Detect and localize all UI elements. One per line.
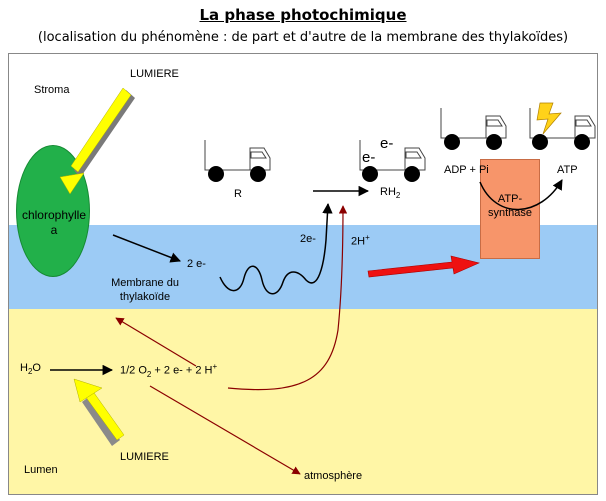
truck-r-icon	[204, 140, 271, 182]
products-sup: +	[212, 362, 218, 371]
page-subtitle: (localisation du phénomène : de part et …	[37, 30, 569, 45]
products-a: 1/2 O	[120, 364, 147, 377]
light-label-bottom: LUMIERE	[120, 451, 169, 463]
two-electrons-right-label: 2e-	[300, 233, 316, 245]
light-arrow-top	[59, 87, 135, 195]
diagram-frame	[8, 53, 598, 495]
atp-synthase-line1: ATP-	[497, 193, 523, 205]
membrane-label-line1: Membrane du	[111, 277, 179, 289]
arrow-adp-to-atp	[479, 179, 563, 211]
two-electrons-label: 2 e-	[187, 258, 206, 270]
lumen-label: Lumen	[24, 464, 58, 476]
arrow-products-to-chloro	[115, 317, 197, 367]
arrow-chloro-to-2e	[112, 234, 181, 263]
truck-adp-icon	[440, 108, 507, 150]
energy-bolt-icon	[536, 102, 562, 135]
r-label: R	[234, 188, 242, 200]
atp-label: ATP	[557, 164, 578, 176]
truck-e-label-a: e-	[362, 149, 376, 166]
products-sub: 2	[146, 369, 152, 379]
proton-arrow	[367, 255, 480, 278]
atmosphere-label: atmosphère	[304, 470, 363, 482]
lumen-band	[9, 309, 597, 494]
h2o-sub: 2	[27, 367, 33, 377]
protons-text: 2H	[351, 235, 366, 248]
membrane-label-line2: thylakoïde	[119, 291, 171, 303]
page-title: La phase photochimique	[199, 6, 407, 24]
water-products-label: 1/2 O2 + 2 e- + 2 H+	[120, 362, 217, 379]
electron-wave	[219, 202, 333, 295]
arrow-o2-to-atmosphere	[149, 385, 301, 475]
chlorophyll-line2: a	[50, 223, 58, 237]
light-label-top: LUMIERE	[130, 68, 179, 80]
adp-pi-label: ADP + Pi	[444, 164, 489, 176]
membrane-label: Membrane du thylakoïde	[100, 276, 190, 304]
rh2-text: RH	[380, 186, 396, 198]
rh2-label: RH2	[380, 186, 400, 200]
h2o-h: H	[20, 362, 28, 374]
chlorophyll-label: chlorophylle a	[8, 208, 100, 238]
rh2-sub: 2	[395, 191, 401, 201]
protons-sup: +	[365, 233, 370, 242]
truck-e-label-b: e-	[380, 135, 394, 152]
h2o-label: H2O	[20, 362, 41, 376]
stroma-label: Stroma	[34, 84, 70, 96]
h2o-o: O	[32, 362, 41, 374]
light-arrow-bottom	[73, 378, 125, 446]
arrow-protons-to-rh2	[227, 205, 348, 391]
products-b: + 2 e- + 2 H	[151, 364, 213, 377]
chlorophyll-line1: chlorophylle	[21, 208, 87, 222]
truck-rh2-icon	[359, 140, 426, 182]
protons-label: 2H+	[351, 233, 370, 248]
truck-atp-icon	[529, 108, 596, 150]
